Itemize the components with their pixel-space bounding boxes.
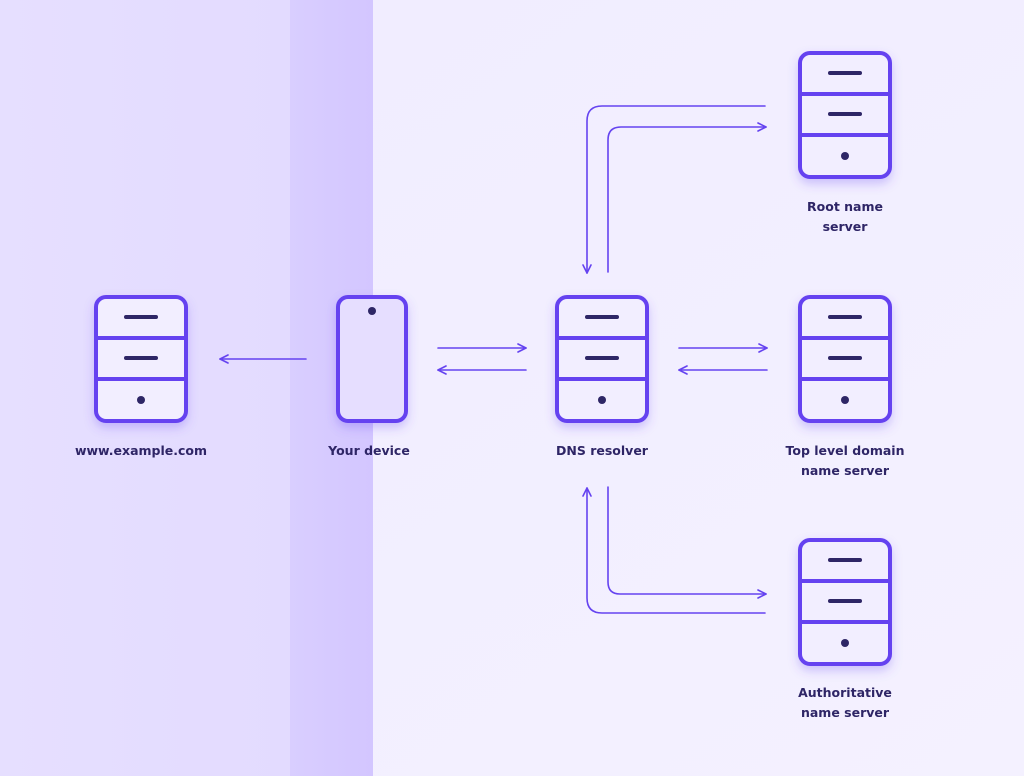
device-label: Your device <box>328 443 410 458</box>
server-icon <box>798 538 892 666</box>
root-label: Root name server <box>807 199 883 234</box>
server-icon <box>94 295 188 423</box>
phone-icon <box>336 295 408 423</box>
resolver-label: DNS resolver <box>556 443 648 458</box>
arrow-root-to-resolver <box>582 105 766 274</box>
arrow-resolver-to-root <box>607 122 767 273</box>
server-icon <box>798 51 892 179</box>
website-label: www.example.com <box>74 443 208 458</box>
server-icon <box>555 295 649 423</box>
tld-label: Top level domain name server <box>785 443 905 478</box>
server-icon <box>798 295 892 423</box>
arrow-authoritative-to-resolver <box>582 487 766 614</box>
authoritative-label: Authoritative name server <box>798 685 892 720</box>
arrow-resolver-to-authoritative <box>607 486 767 599</box>
